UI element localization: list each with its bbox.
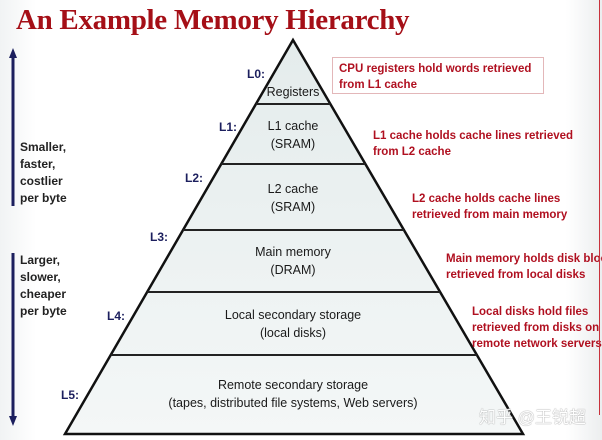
annotation-l2-line-1: L2 cache holds cache lines [412,193,561,205]
annotation-l3-line-2: retrieved from local disks [446,269,586,281]
band-l5-detail: (tapes, distributed file systems, Web se… [168,396,418,410]
annotation-l4-line-1: Local disks hold files [472,306,589,318]
side-label-bottom-line-4: per byte [20,304,67,318]
band-l5-name: Remote secondary storage [217,378,369,392]
band-l4-name: Local secondary storage [224,308,362,322]
annotation-l4: Local disks hold files retrieved from di… [472,304,602,352]
band-l2-name: L2 cache [267,182,319,196]
band-l3-name: Main memory [255,245,331,259]
band-l2-detail: (SRAM) [270,200,316,214]
watermark: 知乎 @王锐超 [479,408,586,427]
level-label-l2: L2: [185,171,203,185]
band-l2: L2 cache (SRAM) [268,180,319,216]
annotation-l0-line-1: CPU registers hold words retrieved [339,63,532,75]
slide-title: An Example Memory Hierarchy [16,4,410,36]
side-label-top: Smaller, faster, costlier per byte [20,139,67,207]
band-l0: Registers [267,83,320,101]
band-l1: L1 cache (SRAM) [268,117,319,153]
level-label-l4: L4: [107,309,125,323]
annotation-l1-line-1: L1 cache holds cache lines retrieved [373,130,574,142]
band-l1-name: L1 cache [267,119,319,133]
side-label-bottom-line-2: slower, [20,270,61,284]
side-label-bottom-line-3: cheaper [20,287,67,301]
side-label-top-line-4: per byte [20,191,67,205]
band-dividers [110,103,477,356]
band-l3: Main memory (DRAM) [255,243,331,279]
band-l4-detail: (local disks) [259,326,326,340]
band-l4: Local secondary storage (local disks) [225,306,361,342]
annotation-l4-line-2: retrieved from disks on [472,322,600,334]
band-l3-detail: (DRAM) [270,263,316,277]
annotation-l1: L1 cache holds cache lines retrieved fro… [373,128,573,160]
annotation-l3-line-1: Main memory holds disk blocks [446,253,602,265]
pyramid-body [62,37,526,436]
level-label-l0: L0: [247,67,265,81]
up-arrow-head [9,48,17,58]
band-l1-detail: (SRAM) [270,137,316,151]
band-l0-name: Registers [266,85,320,99]
annotation-l3: Main memory holds disk blocks retrieved … [446,251,602,283]
annotation-l1-line-2: from L2 cache [373,146,451,158]
annotation-l0-line-2: from L1 cache [339,79,417,91]
l0-annotation-box [332,57,544,94]
level-label-l3: L3: [150,230,168,244]
side-label-top-line-2: faster, [20,157,56,171]
side-label-top-line-1: Smaller, [20,140,67,154]
down-arrow-head [9,416,17,426]
annotation-l0: CPU registers hold words retrieved from … [339,61,531,93]
side-label-bottom-line-1: Larger, [20,253,61,267]
level-label-l1: L1: [219,120,237,134]
right-edge-rule [599,0,600,415]
annotation-l4-line-3: remote network servers [472,338,602,350]
side-label-top-line-3: costlier [20,174,63,188]
band-l5: Remote secondary storage (tapes, distrib… [168,376,417,412]
annotation-l2: L2 cache holds cache lines retrieved fro… [412,191,567,223]
annotation-l2-line-2: retrieved from main memory [412,209,568,221]
side-label-bottom: Larger, slower, cheaper per byte [20,252,67,320]
level-label-l5: L5: [61,388,79,402]
